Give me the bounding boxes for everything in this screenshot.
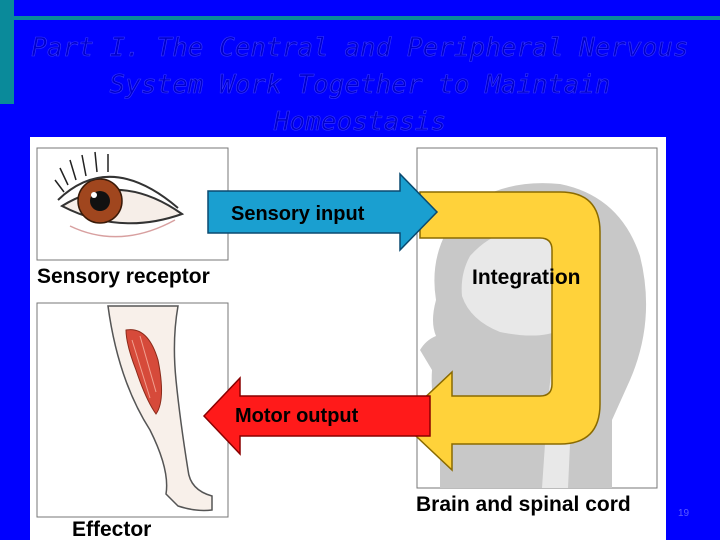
integration-arrow bbox=[398, 191, 601, 472]
slide-title: Part I. The Central and Peripheral Nervo… bbox=[31, 33, 689, 138]
eye-icon bbox=[54, 151, 185, 238]
accent-bar bbox=[0, 0, 14, 104]
sensory-input-arrow bbox=[207, 172, 439, 252]
title-rule bbox=[14, 16, 720, 20]
integration-label: Integration bbox=[472, 266, 581, 289]
motor-output-arrow bbox=[202, 376, 431, 456]
effector-label: Effector bbox=[72, 518, 151, 540]
page-number: 19 bbox=[678, 508, 690, 519]
leg-muscle-icon bbox=[107, 305, 213, 512]
sensory-input-label: Sensory input bbox=[231, 203, 365, 225]
motor-output-label: Motor output bbox=[235, 405, 359, 427]
sensory-receptor-label: Sensory receptor bbox=[37, 265, 210, 288]
brain-spinal-cord-label: Brain and spinal cord bbox=[416, 493, 631, 516]
